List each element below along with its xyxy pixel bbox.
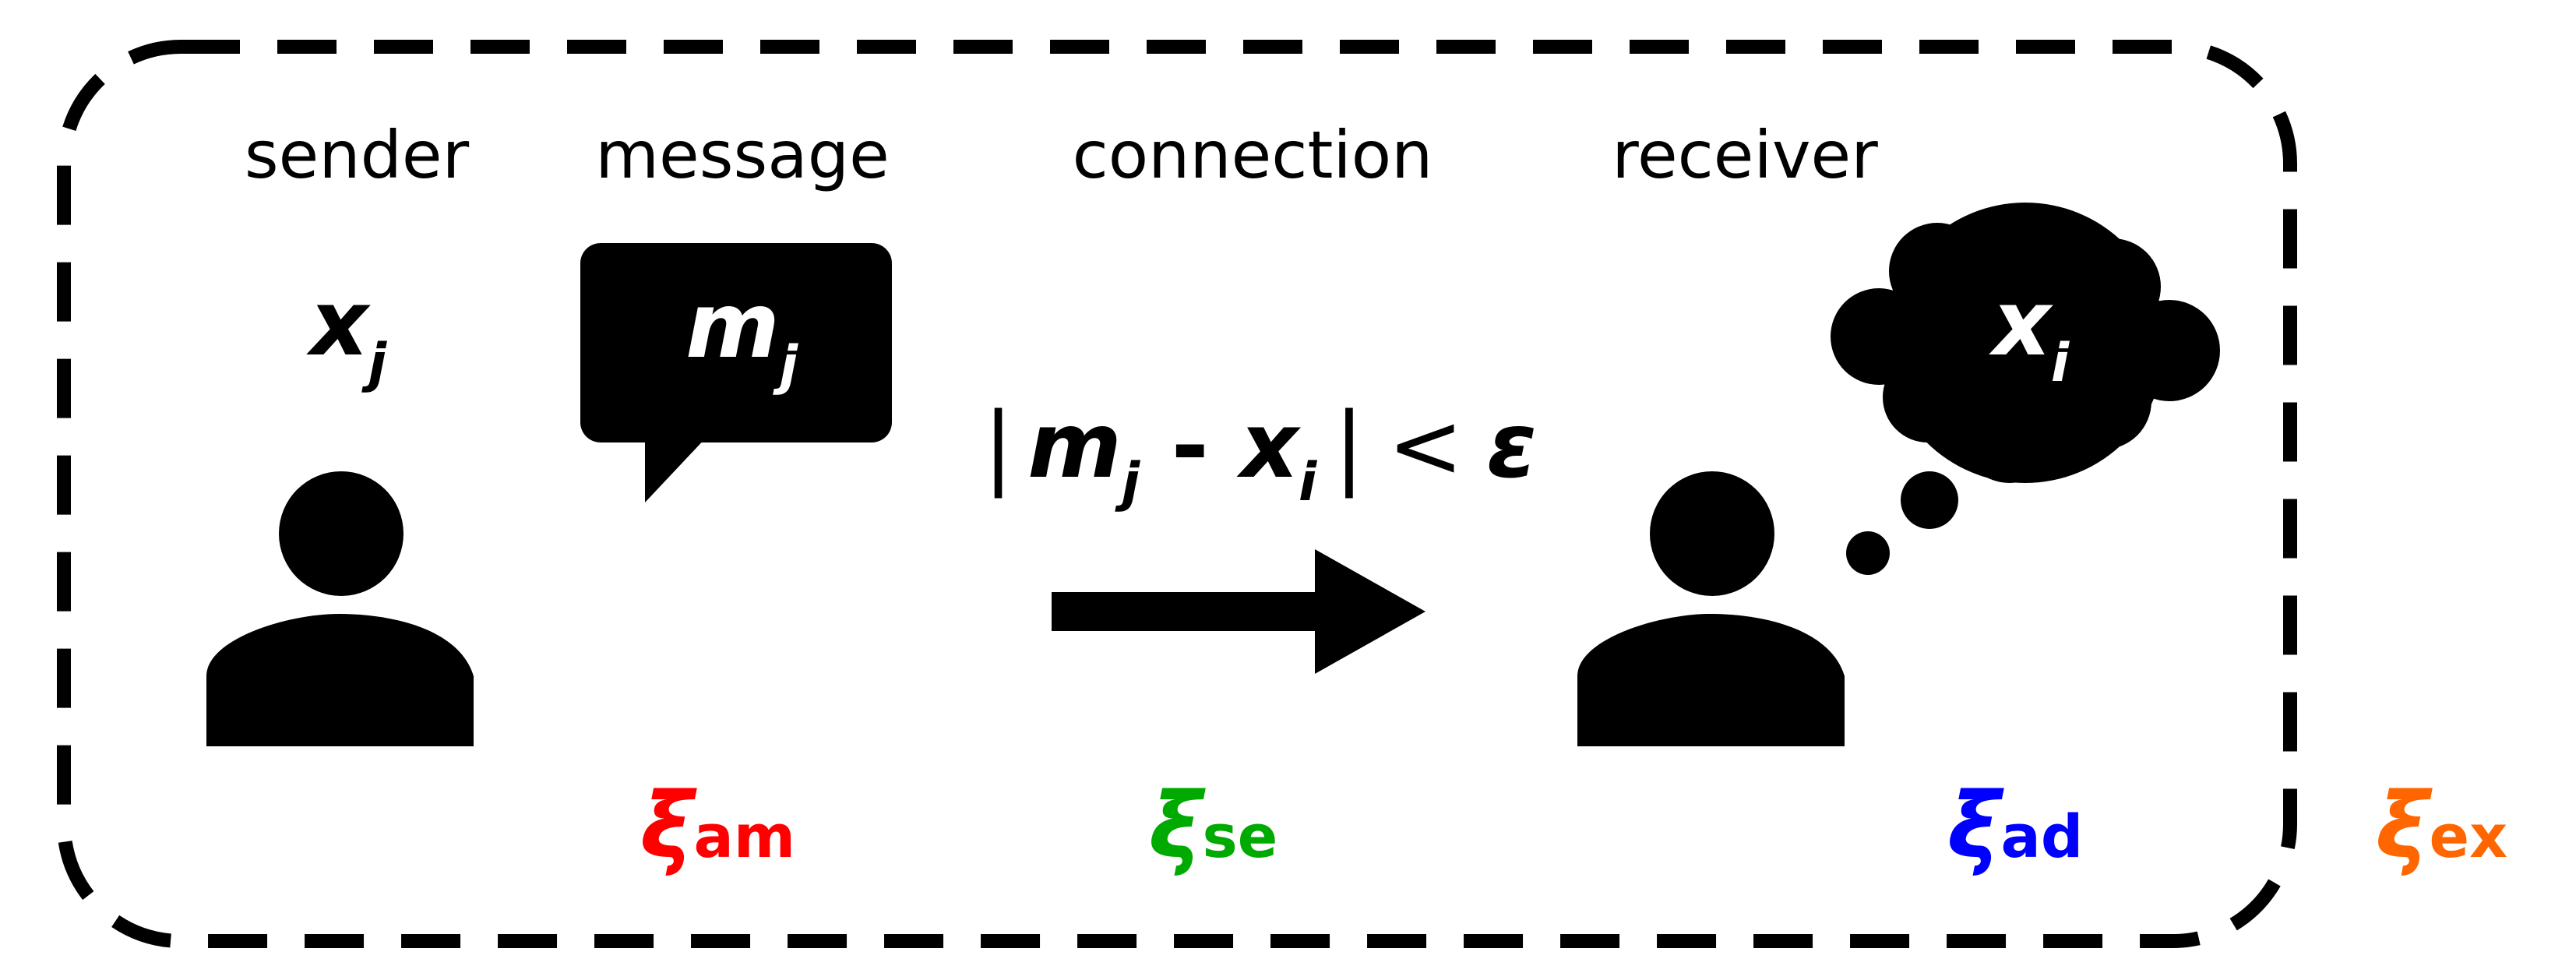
noise-term-se: ξse [1149,774,1277,879]
label-sender: sender [245,117,470,193]
noise-ex-symbol: ξ [2376,774,2433,879]
noise-term-ad: ξad [1947,774,2083,879]
noise-term-am: ξam [640,774,795,879]
noise-am-symbol: ξ [640,774,697,879]
sender-variable: xj [306,271,388,394]
noise-ad-symbol: ξ [1947,774,2004,879]
arrow-right-icon [1052,549,1425,674]
condition-x: x [1236,393,1301,499]
sender-variable-base: x [306,271,371,376]
condition-bar-right: | [1334,393,1364,499]
receiver-person-icon [1577,471,1845,746]
label-message: message [595,117,890,193]
sender-person-icon [206,471,474,746]
receiver-variable-base: x [1989,271,2053,376]
noise-am-sub: am [694,802,795,871]
condition-minus: - [1140,393,1240,499]
receiver-variable-sub: i [2051,333,2070,394]
noise-se-sub: se [1203,802,1278,871]
message-variable: mj [685,273,799,397]
noise-term-ex: ξex [2376,774,2507,879]
label-receiver: receiver [1612,117,1878,193]
system-boundary [57,40,2297,948]
condition-x-sub: i [1299,452,1318,513]
condition-m: m [1027,393,1122,499]
label-connection: connection [1073,117,1433,193]
connection-condition: |mj - xi|<ε [983,393,1537,513]
condition-epsilon: ε [1487,393,1538,499]
noise-se-symbol: ξ [1149,774,1206,879]
noise-ad-sub: ad [2001,802,2084,871]
message-variable-base: m [685,273,780,379]
condition-less-than: < [1387,393,1463,499]
noise-ex-sub: ex [2430,802,2508,871]
condition-bar-left: | [983,393,1013,499]
speech-bubble-icon [580,243,892,502]
receiver-belief-variable: xi [1989,271,2070,394]
thought-cloud-icon [1831,203,2220,575]
